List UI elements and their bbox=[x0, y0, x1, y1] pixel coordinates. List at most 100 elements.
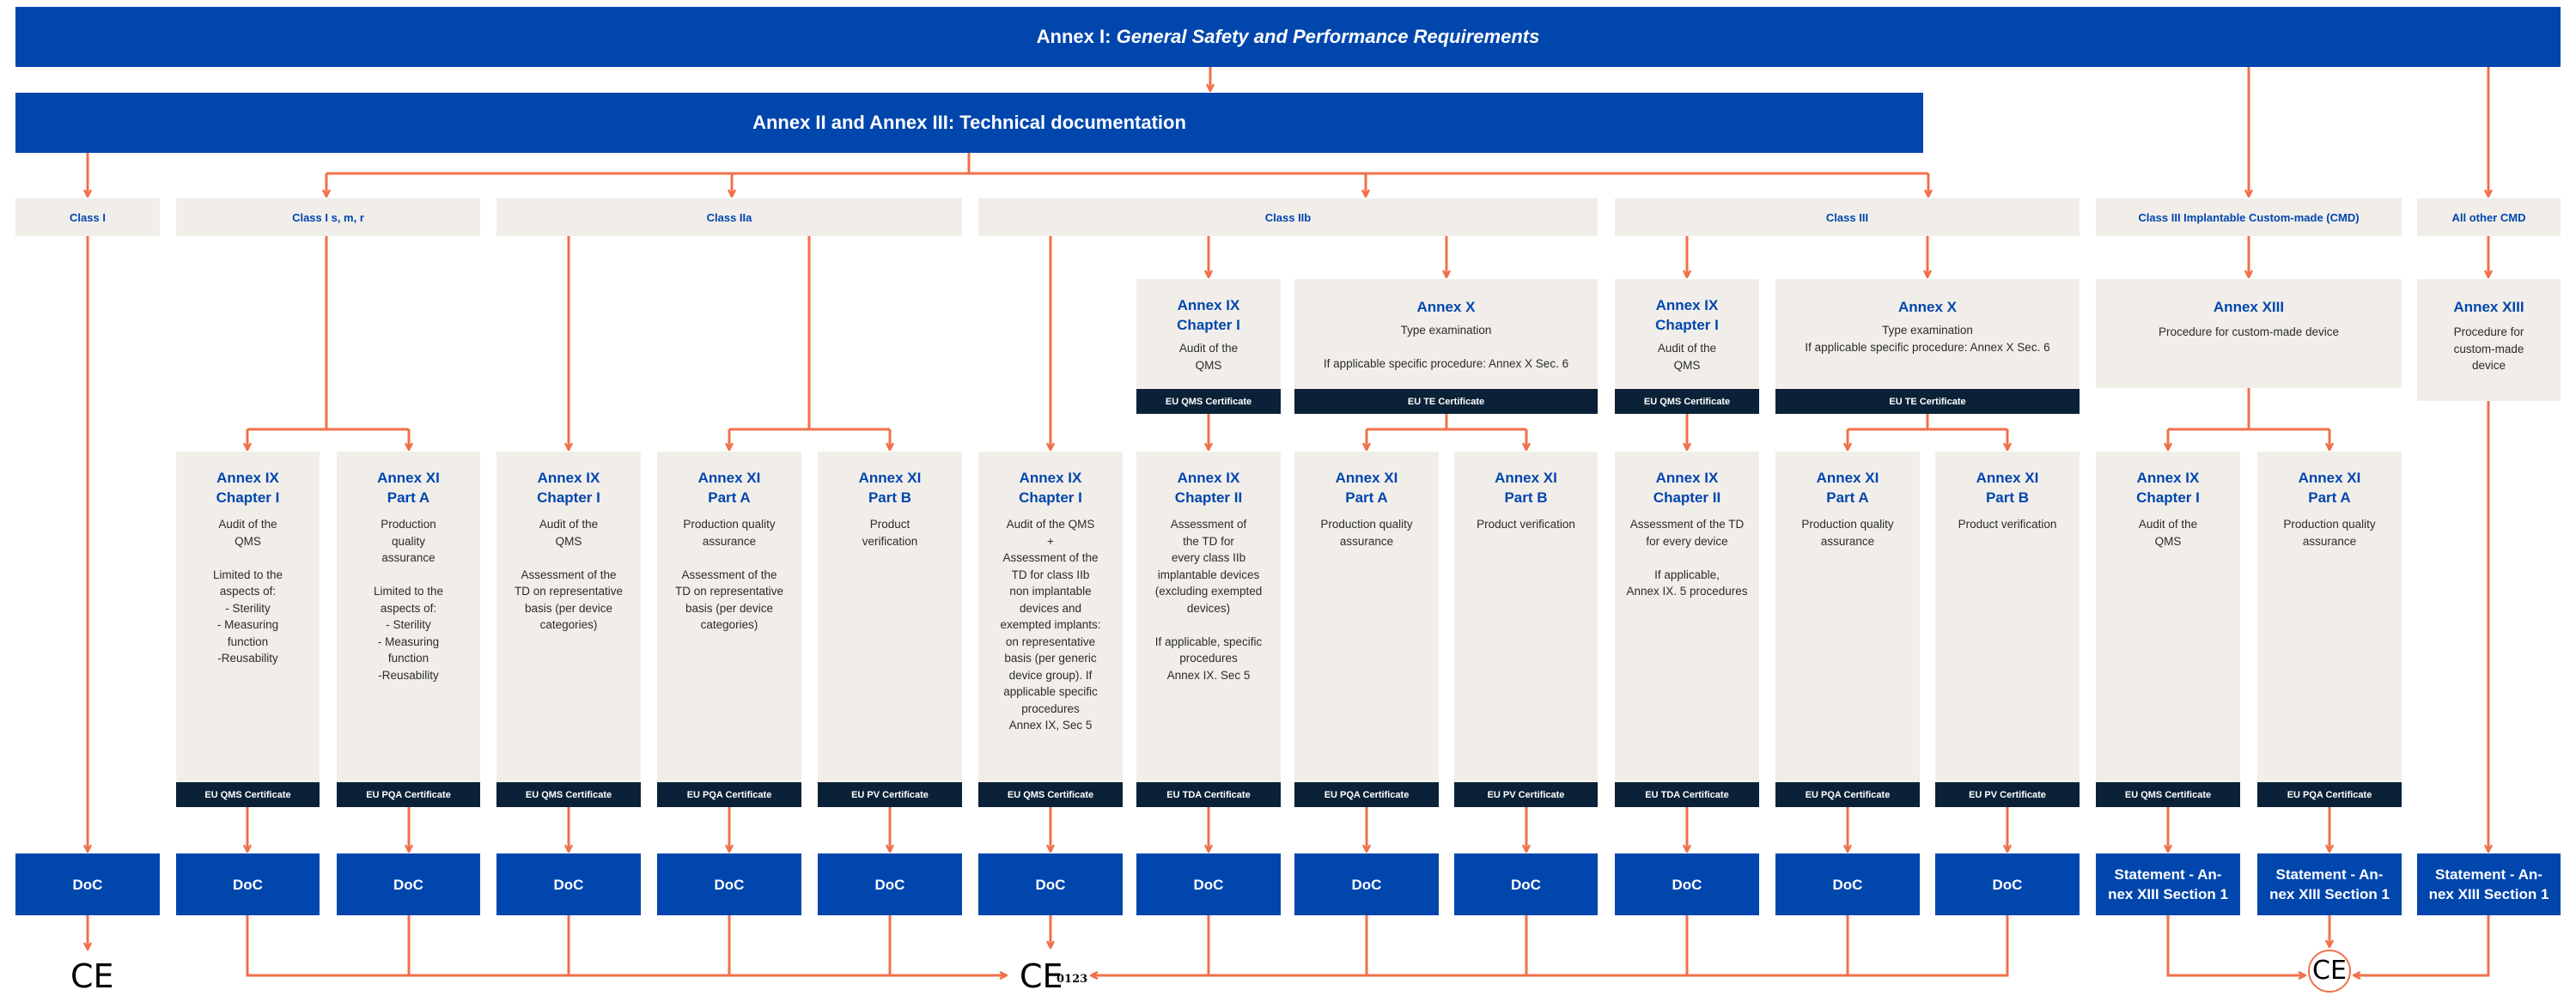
procedure-box-3-text: Audit of the QMS Assessment of the TD on… bbox=[514, 518, 624, 631]
upper-box-4-text: Type examination If applicable specific … bbox=[1805, 324, 2050, 354]
upper-box-3: Annex IX Chapter I Audit of the QMS EU Q… bbox=[1615, 279, 1759, 414]
upper-box-4: Annex X Type examination If applicable s… bbox=[1775, 279, 2080, 414]
procedure-box-1-text: Audit of the QMS Limited to the aspects … bbox=[212, 518, 283, 665]
procedure-box-8-title: Annex XI Part A bbox=[1335, 470, 1398, 506]
annex-1-italic: General Safety and Performance Requireme… bbox=[1116, 26, 1540, 47]
procedure-box-12-text: Product verification bbox=[1958, 518, 2057, 531]
doc-box-6: DoC bbox=[818, 853, 962, 915]
procedure-box-7-title: Annex IX Chapter II bbox=[1174, 470, 1243, 506]
procedure-box-4-title: Annex XI Part A bbox=[697, 470, 761, 506]
arrow-72 bbox=[2354, 915, 2490, 975]
doc-box-10: DoC bbox=[1454, 853, 1598, 915]
procedure-box-5-text: Product verification bbox=[862, 518, 918, 548]
procedure-box-8-cert: EU PQA Certificate bbox=[1294, 782, 1439, 807]
procedure-box-11-title: Annex XI Part A bbox=[1816, 470, 1879, 506]
class-header-1: Class I bbox=[15, 198, 160, 236]
upper-box-2-title: Annex X bbox=[1416, 299, 1476, 315]
procedure-box-5-title: Annex XI Part B bbox=[858, 470, 922, 506]
procedure-box-9-title: Annex XI Part B bbox=[1495, 470, 1557, 506]
procedure-box-7-cert: EU TDA Certificate bbox=[1136, 782, 1281, 807]
procedure-box-10-title: Annex IX Chapter II bbox=[1653, 470, 1721, 506]
upper-box-4-cert: EU TE Certificate bbox=[1775, 389, 2080, 414]
upper-box-5: Annex XIII Procedure for custom-made dev… bbox=[2096, 279, 2402, 388]
procedure-box-14-title: Annex XI Part A bbox=[2298, 470, 2361, 506]
procedure-box-9-cert: EU PV Certificate bbox=[1454, 782, 1598, 807]
upper-box-6-text: Procedure for custom-made device bbox=[2453, 325, 2524, 372]
procedure-box-11: Annex XI Part A Production quality assur… bbox=[1775, 452, 1920, 807]
procedure-box-4: Annex XI Part A Production quality assur… bbox=[657, 452, 801, 807]
upper-box-6: Annex XIII Procedure for custom-made dev… bbox=[2417, 279, 2561, 401]
upper-box-1-text: Audit of the QMS bbox=[1178, 342, 1239, 372]
procedure-box-12-title: Annex XI Part B bbox=[1976, 470, 2039, 506]
statement-box-1: Statement - An- nex XIII Section 1 bbox=[2096, 853, 2240, 915]
procedure-box-13-title: Annex IX Chapter I bbox=[2136, 470, 2200, 506]
procedure-box-10: Annex IX Chapter II Assessment of the TD… bbox=[1615, 452, 1759, 807]
procedure-box-3: Annex IX Chapter I Audit of the QMS Asse… bbox=[496, 452, 641, 807]
upper-box-3-text: Audit of the QMS bbox=[1657, 342, 1717, 372]
arrow-64 bbox=[1091, 915, 2009, 975]
procedure-box-9-text: Product verification bbox=[1477, 518, 1575, 531]
procedure-box-2-text: Production quality assurance Limited to … bbox=[373, 518, 444, 682]
upper-box-5-text: Procedure for custom-made device bbox=[2158, 325, 2340, 338]
doc-box-4: DoC bbox=[496, 853, 641, 915]
procedure-box-5: Annex XI Part B Product verification EU … bbox=[818, 452, 962, 807]
annex-1-banner: Annex I: General Safety and Performance … bbox=[15, 7, 2561, 67]
doc-box-13: DoC bbox=[1935, 853, 2080, 915]
upper-box-5-title: Annex XIII bbox=[2213, 299, 2285, 315]
procedure-box-6-cert: EU QMS Certificate bbox=[978, 782, 1123, 807]
procedure-box-1: Annex IX Chapter I Audit of the QMS Limi… bbox=[176, 452, 320, 807]
class-header-2: Class I s, m, r bbox=[176, 198, 480, 236]
upper-box-2-text: Type examination If applicable specific … bbox=[1323, 324, 1569, 370]
procedure-box-7: Annex IX Chapter II Assessment of the TD… bbox=[1136, 452, 1281, 807]
doc-box-12: DoC bbox=[1775, 853, 1920, 915]
annex-1-prefix: Annex I: bbox=[1036, 26, 1111, 47]
doc-box-9: DoC bbox=[1294, 853, 1439, 915]
procedure-box-10-text: Assessment of the TD for every device If… bbox=[1626, 518, 1748, 598]
annex-2-banner: Annex II and Annex III: Technical docume… bbox=[15, 93, 1923, 153]
procedure-box-9: Annex XI Part B Product verification EU … bbox=[1454, 452, 1598, 807]
upper-box-6-title: Annex XIII bbox=[2453, 299, 2524, 315]
doc-box-5: DoC bbox=[657, 853, 801, 915]
upper-box-2: Annex X Type examination If applicable s… bbox=[1294, 279, 1598, 414]
class-header-7: All other CMD bbox=[2417, 198, 2561, 236]
procedure-box-13-text: Audit of the QMS bbox=[2138, 518, 2198, 548]
statement-box-3: Statement - An- nex XIII Section 1 bbox=[2417, 853, 2561, 915]
procedure-box-1-cert: EU QMS Certificate bbox=[176, 782, 320, 807]
doc-box-11: DoC bbox=[1615, 853, 1759, 915]
procedure-box-11-text: Production quality assurance bbox=[1801, 518, 1894, 548]
procedure-box-3-cert: EU QMS Certificate bbox=[496, 782, 641, 807]
procedure-box-1-title: Annex IX Chapter I bbox=[216, 470, 280, 506]
procedure-box-2-title: Annex XI Part A bbox=[377, 470, 440, 506]
procedure-box-6: Annex IX Chapter I Audit of the QMS + As… bbox=[978, 452, 1123, 807]
procedure-box-10-cert: EU TDA Certificate bbox=[1615, 782, 1759, 807]
procedure-box-8-text: Production quality assurance bbox=[1320, 518, 1413, 548]
procedure-box-2-cert: EU PQA Certificate bbox=[337, 782, 480, 807]
statement-box-2: Statement - An- nex XIII Section 1 bbox=[2257, 853, 2402, 915]
class-header-6: Class III Implantable Custom-made (CMD) bbox=[2096, 198, 2402, 236]
doc-box-1: DoC bbox=[15, 853, 160, 915]
upper-box-1-cert: EU QMS Certificate bbox=[1136, 389, 1281, 414]
notified-body-number: 0123 bbox=[1057, 973, 1088, 986]
procedure-box-5-cert: EU PV Certificate bbox=[818, 782, 962, 807]
procedure-box-13-cert: EU QMS Certificate bbox=[2096, 782, 2240, 807]
procedure-box-14-cert: EU PQA Certificate bbox=[2257, 782, 2402, 807]
upper-box-3-cert: EU QMS Certificate bbox=[1615, 389, 1759, 414]
procedure-box-14-text: Production quality assurance bbox=[2283, 518, 2376, 548]
ce-mark-custom: CE bbox=[2312, 956, 2347, 986]
doc-box-2: DoC bbox=[176, 853, 320, 915]
procedure-box-8: Annex XI Part A Production quality assur… bbox=[1294, 452, 1439, 807]
procedure-box-6-title: Annex IX Chapter I bbox=[1019, 470, 1082, 506]
class-header-4: Class IIb bbox=[978, 198, 1598, 236]
procedure-box-4-cert: EU PQA Certificate bbox=[657, 782, 801, 807]
doc-box-3: DoC bbox=[337, 853, 480, 915]
procedure-box-12: Annex XI Part B Product verification EU … bbox=[1935, 452, 2080, 807]
class-header-5: Class III bbox=[1615, 198, 2080, 236]
procedure-box-13: Annex IX Chapter I Audit of the QMS EU Q… bbox=[2096, 452, 2240, 807]
annex-2-label: Annex II and Annex III: Technical docume… bbox=[752, 112, 1186, 133]
upper-box-4-title: Annex X bbox=[1897, 299, 1958, 315]
procedure-box-12-cert: EU PV Certificate bbox=[1935, 782, 2080, 807]
arrow-58 bbox=[246, 915, 1007, 975]
ce-mark-class-1: CE bbox=[70, 957, 114, 995]
